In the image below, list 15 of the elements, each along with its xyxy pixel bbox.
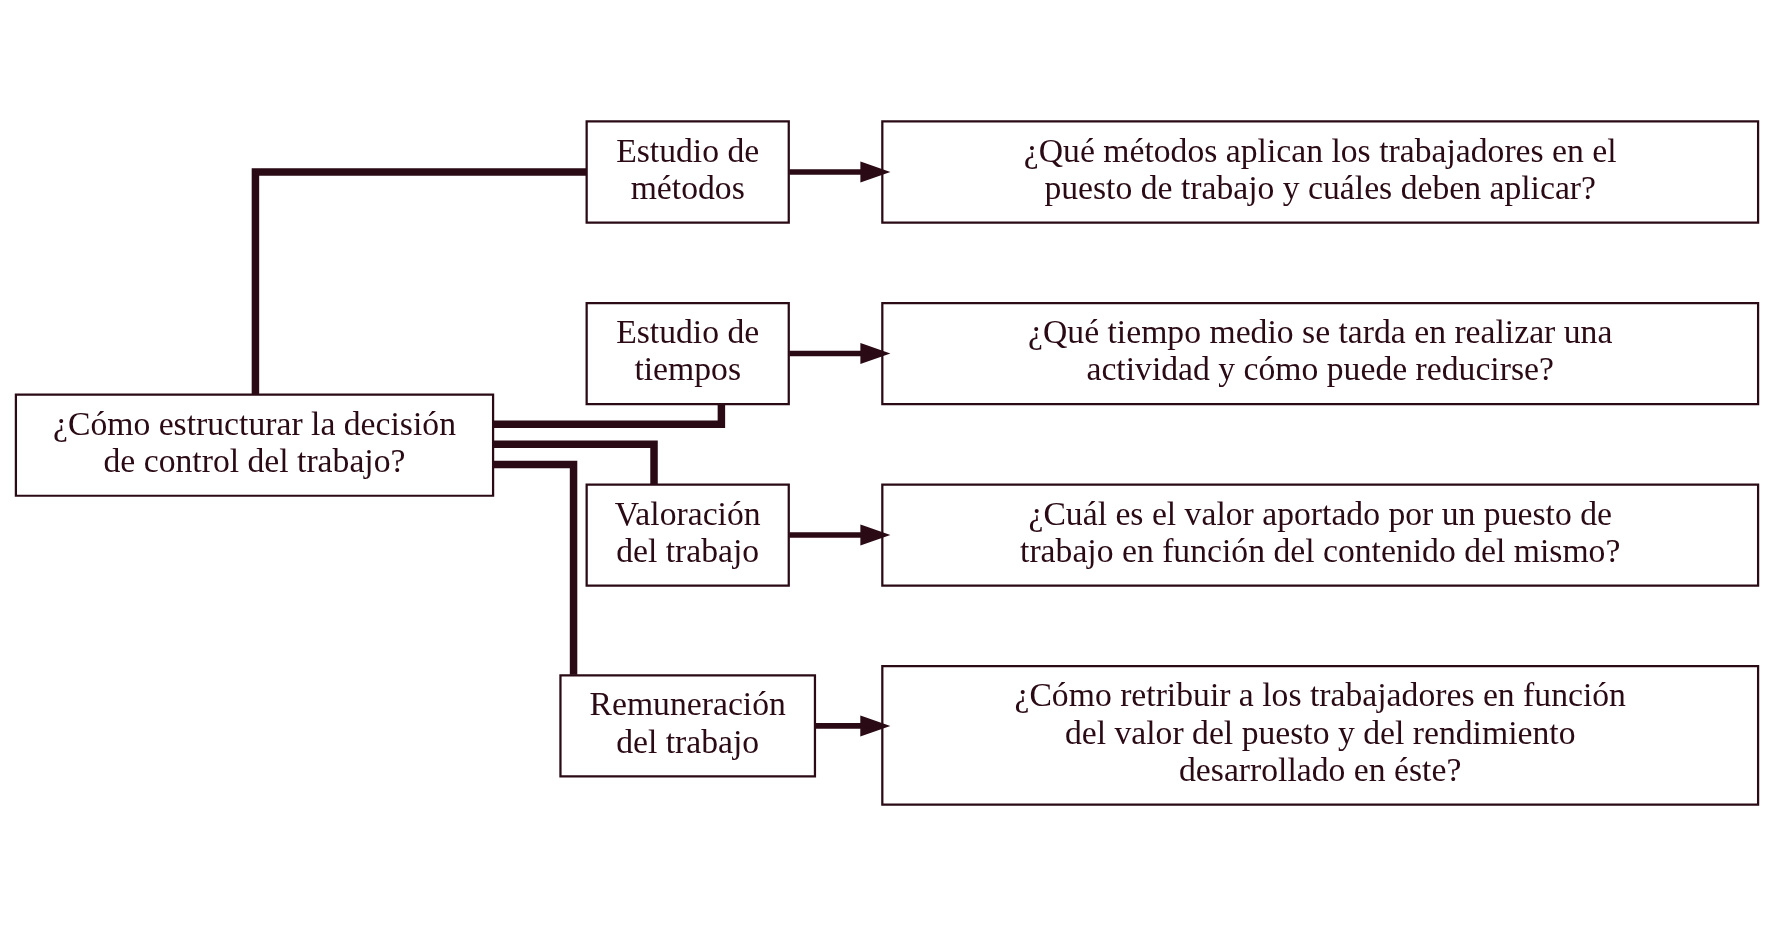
connector (251, 168, 587, 395)
node-box: Valoración del trabajo (585, 483, 790, 587)
node-box: Estudio de tiempos (585, 301, 790, 406)
node-box: ¿Qué métodos aplican los trabajadores en el puesto de trabajo y cuáles deben aplicar? (881, 120, 1760, 224)
arrow (789, 161, 891, 183)
arrow (789, 524, 891, 546)
node-box: ¿Cómo estructurar la decisión de control del trabajo? (14, 393, 495, 497)
connector (493, 404, 726, 428)
node-box: ¿Cómo retribuir a los trabajadores en función del valor del puesto y del rendimiento desarrollado en éste? (881, 664, 1760, 806)
node-box: Estudio de métodos (585, 120, 790, 224)
node-box: Remuneración del trabajo (559, 674, 817, 778)
arrow (789, 343, 891, 365)
node-box: ¿Cuál es el valor aportado por un puesto de trabajo en función del contenido del mismo? (881, 483, 1760, 587)
arrow (815, 715, 891, 737)
node-box: ¿Qué tiempo medio se tarda en realizar una actividad y cómo puede reducirse? (881, 301, 1760, 406)
